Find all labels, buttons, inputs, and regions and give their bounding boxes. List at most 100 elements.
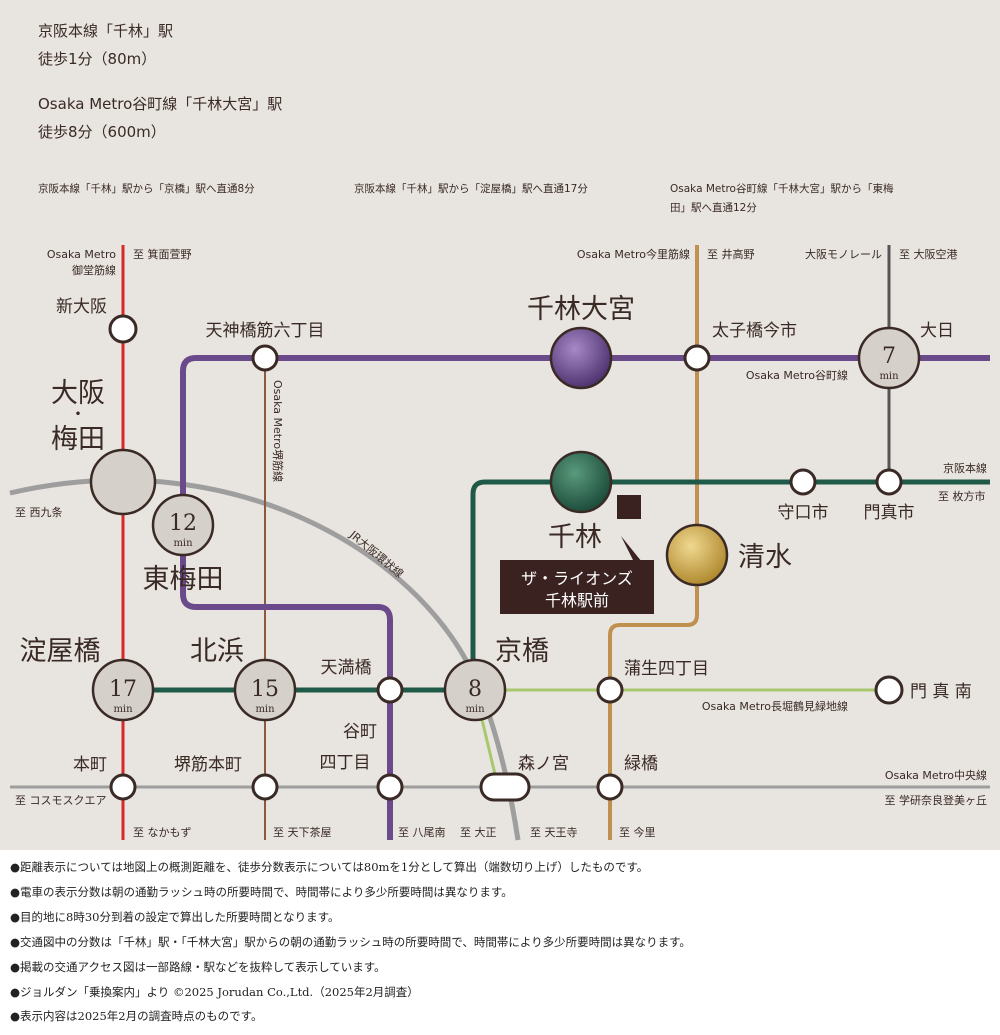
station-dainichi-label: 大日 <box>920 321 954 341</box>
transit-map: 京阪本線「千林」駅 徒歩1分（80m） Osaka Metro谷町線「千林大宮」… <box>0 0 1000 850</box>
direct-note-yodoyabashi: 京阪本線「千林」駅から「淀屋橋」駅へ直通17分 <box>354 183 588 195</box>
dir-taisho: 至 大正 <box>460 825 497 839</box>
station-tenjinbashi: 天神橋筋六丁目 <box>206 321 325 372</box>
minutes-higashi-umeda: 12 <box>169 511 197 536</box>
station-yodoyabashi-label: 淀屋橋 <box>20 636 101 667</box>
line-nagahori: Osaka Metro長堀鶴見緑地線 <box>702 699 848 713</box>
dir-gakken: 至 学研奈良登美ヶ丘 <box>885 793 988 807</box>
line-tanimachi: Osaka Metro谷町線 <box>746 368 848 382</box>
station-sakaisuji-hommachi: 堺筋本町 <box>174 755 279 801</box>
property-name-2: 千林駅前 <box>545 591 609 610</box>
dir-minoh: 至 箕面萱野 <box>133 247 192 261</box>
station-dainichi: 7 min 大日 <box>857 321 954 390</box>
dir-nishikujo: 至 西九条 <box>15 505 63 519</box>
station-osaka-label: 大阪 <box>51 378 105 409</box>
property-pointer-icon <box>621 536 642 562</box>
station-shin-osaka-label: 新大阪 <box>56 297 107 317</box>
footnote-item: ●ジョルダン「乗換案内」より ©2025 Jorudan Co.,Ltd.（20… <box>10 985 419 999</box>
station-morinomiya: 森ノ宮 <box>479 754 569 802</box>
station-tanimachi4-label-2: 四丁目 <box>320 753 371 773</box>
station-moriguchi-label: 守口市 <box>778 503 829 523</box>
station-sembayashi-omiya-label: 千林大宮 <box>527 294 635 325</box>
station-tanimachi4: 谷町 四丁目 <box>320 722 404 801</box>
minutes-unit: min <box>879 371 899 382</box>
minutes-unit: min <box>465 704 485 715</box>
tanimachi-line <box>180 355 990 840</box>
footnote-item: ●表示内容は2025年2月の調査時点のものです。 <box>10 1009 263 1023</box>
station-yodoyabashi: 17 min 淀屋橋 <box>20 636 155 722</box>
dir-imazato: 至 今里 <box>619 825 656 839</box>
property-square-icon <box>617 495 641 519</box>
station-kadoma-label: 門真市 <box>864 503 915 523</box>
station-sakaisuji-hommachi-label: 堺筋本町 <box>174 755 242 775</box>
station-tenjinbashi-label: 天神橋筋六丁目 <box>206 321 325 341</box>
station-osaka-dot: ・ <box>70 405 87 425</box>
station-sembayashi: 千林 <box>548 450 613 553</box>
keihan-line <box>125 479 990 693</box>
route-diagram: 至 箕面萱野 至 西九条 至 井高野 至 大阪空港 至 枚方市 至 コスモスクエ… <box>9 245 990 841</box>
minutes-kitahama: 15 <box>251 677 279 702</box>
footnote-item: ●交通図中の分数は「千林」駅・「千林大宮」駅からの朝の通勤ラッシュ時の所要時間で… <box>10 935 691 949</box>
minutes-dainichi: 7 <box>882 344 896 369</box>
line-sakaisuji: Osaka Metro堺筋線 <box>271 380 285 482</box>
direct-note-higashiumeda-2: 田」駅へ直通12分 <box>670 202 757 214</box>
access-keihan-station: 京阪本線「千林」駅 <box>38 22 174 40</box>
property-name-1: ザ・ライオンズ <box>521 569 633 588</box>
station-higashi-umeda: 12 min 東梅田 <box>143 493 224 595</box>
property-marker: ザ・ライオンズ 千林駅前 <box>500 495 654 614</box>
line-midosuji-2: 御堂筋線 <box>72 263 116 277</box>
station-higashi-umeda-label: 東梅田 <box>143 564 224 595</box>
footnotes: ●距離表示については地図上の概測距離を、徒歩分数表示については80mを1分として… <box>0 850 1000 1035</box>
station-umeda-label: 梅田 <box>51 424 105 455</box>
footnote-item: ●電車の表示分数は朝の通勤ラッシュ時の所要時間で、時間帯により多少所要時間は異な… <box>10 885 513 899</box>
station-gamo: 蒲生四丁目 <box>596 659 709 704</box>
minutes-unit: min <box>173 538 193 549</box>
station-kyobashi-label: 京橋 <box>495 636 549 667</box>
minutes-unit: min <box>255 704 275 715</box>
access-keihan-walk: 徒歩1分（80m） <box>38 50 157 68</box>
dir-osaka-airport: 至 大阪空港 <box>899 247 958 261</box>
dir-itakano: 至 井高野 <box>707 247 755 261</box>
station-morinomiya-label: 森ノ宮 <box>518 754 569 774</box>
station-temmabashi: 天満橋 <box>321 658 404 704</box>
line-chuo: Osaka Metro中央線 <box>885 768 987 782</box>
station-hommachi-label: 本町 <box>73 755 107 775</box>
station-gamo-label: 蒲生四丁目 <box>624 659 709 679</box>
dir-cosmo: 至 コスモスクエア <box>15 794 107 807</box>
station-kadoma-minami: 門 真 南 <box>874 675 972 705</box>
station-taishibashi-label: 太子橋今市 <box>712 321 797 341</box>
station-shimizu: 清水 <box>665 523 792 587</box>
minutes-unit: min <box>113 704 133 715</box>
direct-note-higashiumeda-1: Osaka Metro谷町線「千林大宮」駅から「東梅 <box>670 183 894 195</box>
footnote-item: ●目的地に8時30分到着の設定で算出した所要時間となります。 <box>10 910 340 924</box>
access-metro-walk: 徒歩8分（600m） <box>38 123 166 141</box>
footnote-item: ●距離表示については地図上の概測距離を、徒歩分数表示については80mを1分として… <box>10 860 649 874</box>
dir-hirakata: 至 枚方市 <box>938 489 986 503</box>
access-metro-station: Osaka Metro谷町線「千林大宮」駅 <box>38 95 283 113</box>
station-kadoma-minami-label: 門 真 南 <box>910 682 972 702</box>
station-temmabashi-label: 天満橋 <box>321 658 372 678</box>
station-sembayashi-label: 千林 <box>548 522 602 553</box>
line-imazatosuji: Osaka Metro今里筋線 <box>577 247 690 261</box>
dir-tennoji: 至 天王寺 <box>530 826 578 839</box>
dir-yaominami: 至 八尾南 <box>398 826 446 839</box>
imazatosuji-line <box>608 245 699 840</box>
station-kyobashi: 8 min 京橋 <box>443 636 549 722</box>
station-midoribashi-label: 緑橋 <box>624 754 658 774</box>
station-midoribashi: 緑橋 <box>596 754 658 801</box>
station-shin-osaka: 新大阪 <box>56 297 138 344</box>
station-tanimachi4-label-1: 谷町 <box>343 722 377 742</box>
station-sembayashi-omiya: 千林大宮 <box>527 294 635 390</box>
station-hommachi: 本町 <box>73 755 137 801</box>
direct-note-kyobashi: 京阪本線「千林」駅から「京橋」駅へ直通8分 <box>38 183 255 195</box>
footnote-item: ●掲載の交通アクセス図は一部路線・駅などを抜粋して表示しています。 <box>10 960 386 974</box>
station-taishibashi: 太子橋今市 <box>683 321 797 372</box>
line-midosuji-1: Osaka Metro <box>47 248 116 261</box>
minutes-yodoyabashi: 17 <box>109 677 137 702</box>
station-shimizu-label: 清水 <box>738 542 792 573</box>
station-kitahama: 15 min 北浜 <box>190 636 297 722</box>
station-kitahama-label: 北浜 <box>190 636 244 667</box>
line-jr-loop: JR大阪環状線 <box>346 527 406 581</box>
dir-nakamozu: 至 なかもず <box>133 826 192 839</box>
minutes-kyobashi: 8 <box>468 677 482 702</box>
